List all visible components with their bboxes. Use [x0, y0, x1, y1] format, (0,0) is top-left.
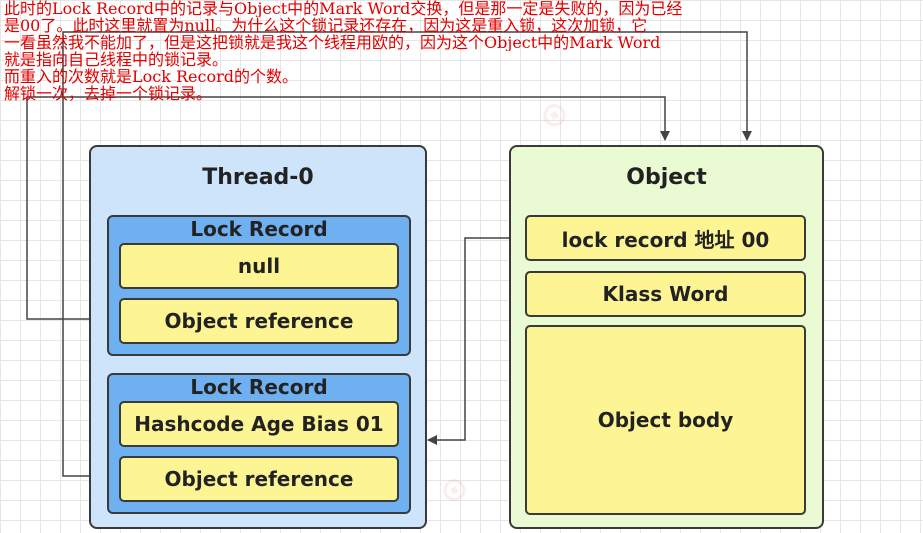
annotation-text: 此时的Lock Record中的记录与Object中的Mark Word交换，但… [4, 0, 920, 102]
mark-word-cell: lock record 地址 00 [525, 215, 806, 261]
lock-record-value: null [119, 243, 399, 289]
lock-record-value: Hashcode Age Bias 01 [119, 401, 399, 447]
object-body-cell: Object body [525, 325, 806, 515]
reference-arrow-2 [62, 31, 752, 477]
thread-title: Thread-0 [202, 165, 314, 190]
mark-word-arrow [427, 237, 525, 445]
annotation-line: 一看虽然我不能加了，但是这把锁就是我这个线程用欧的，因为这个Object中的Ma… [4, 34, 661, 51]
lock-record-title: Lock Record [190, 375, 328, 399]
annotation-line: 就是指向自己线程中的锁记录。 [4, 51, 229, 68]
reference-arrow-1 [26, 96, 670, 320]
lock-record-1: Lock Record null Object reference [107, 215, 411, 356]
thread-panel: Thread-0 Lock Record null Object referen… [89, 145, 427, 529]
klass-word-cell: Klass Word [525, 271, 806, 317]
annotation-line: 而重入的次数就是Lock Record的个数。 [4, 68, 299, 85]
lock-record-title: Lock Record [190, 217, 328, 241]
lock-record-2: Lock Record Hashcode Age Bias 01 Object … [107, 373, 411, 514]
object-reference-2: Object reference [119, 456, 399, 502]
object-title: Object [626, 165, 707, 190]
annotation-line: 是00了。此时这里就置为null。为什么这个锁记录还存在，因为这是重入锁，这次加… [4, 17, 648, 34]
annotation-line: 解锁一次，去掉一个锁记录。 [4, 85, 213, 102]
annotation-line: 此时的Lock Record中的记录与Object中的Mark Word交换，但… [4, 0, 683, 17]
object-panel: Object lock record 地址 00 Klass Word Obje… [509, 145, 824, 529]
object-reference-1: Object reference [119, 298, 399, 344]
